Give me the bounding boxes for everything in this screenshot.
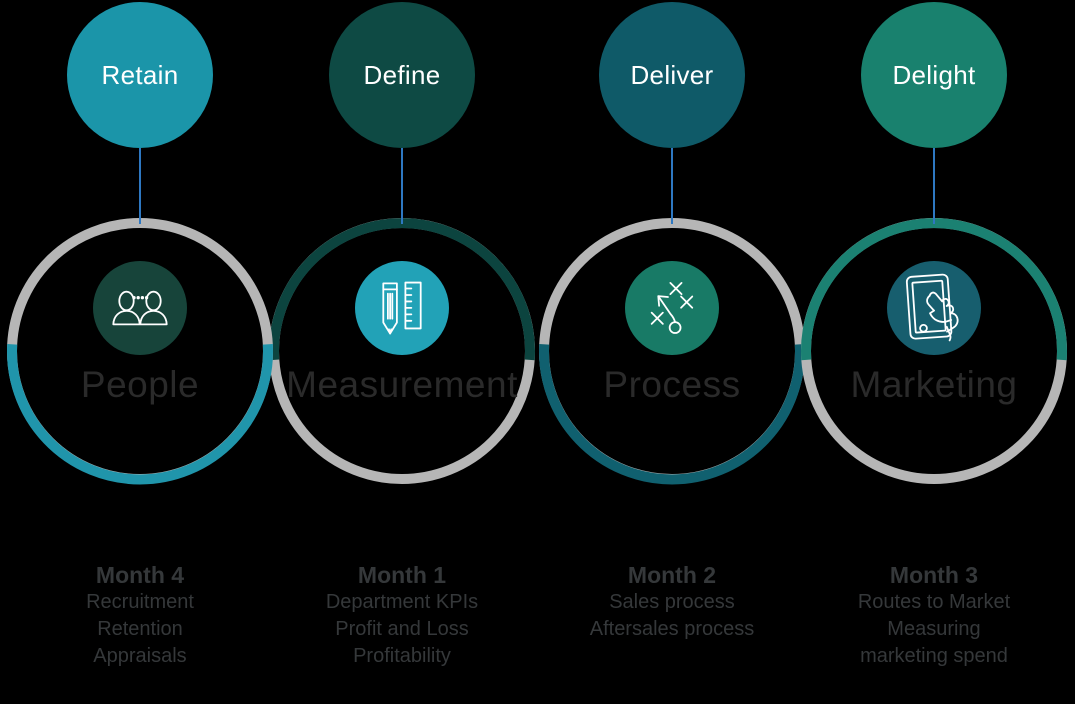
ring-colored-arc bbox=[539, 344, 805, 485]
stage-top-label: Retain bbox=[101, 59, 179, 90]
pencil-ruler-icon bbox=[382, 281, 422, 335]
month-detail-line: Retention bbox=[97, 618, 183, 640]
month-title: Month 3 bbox=[889, 562, 979, 588]
month-detail-line: Measuring bbox=[887, 618, 981, 640]
month-detail-line: Sales process bbox=[609, 591, 735, 613]
progress-ring bbox=[801, 218, 1067, 484]
stage-top-label: Delight bbox=[892, 59, 976, 90]
icon-circle bbox=[355, 261, 449, 355]
month-detail-line: marketing spend bbox=[860, 645, 1008, 667]
stage-top-label: Deliver bbox=[630, 59, 714, 90]
month-detail-line: Routes to Market bbox=[857, 591, 1011, 613]
connector-line bbox=[671, 148, 673, 224]
stage-top-label: Define bbox=[363, 59, 441, 90]
month-detail-line: Profit and Loss bbox=[335, 618, 469, 640]
progress-ring bbox=[7, 218, 273, 485]
ring-label: Measurement bbox=[286, 364, 518, 405]
month-detail-line: Aftersales process bbox=[589, 618, 755, 640]
people-conversation-icon bbox=[112, 290, 168, 326]
stage-top-circle: Delight bbox=[861, 2, 1007, 148]
progress-ring bbox=[539, 218, 805, 485]
ring-label: Marketing bbox=[850, 364, 1018, 405]
stage-top-circle: Deliver bbox=[599, 2, 745, 148]
month-detail-line: Profitability bbox=[353, 645, 451, 667]
icon-circle bbox=[93, 261, 187, 355]
connector-line bbox=[139, 148, 141, 224]
month-title: Month 1 bbox=[357, 562, 447, 588]
month-detail-line: Recruitment bbox=[86, 591, 194, 613]
stage-column-measurement: Define Measurement Month 1 Department KP… bbox=[262, 0, 542, 704]
tablet-touch-icon bbox=[905, 273, 959, 342]
progress-ring bbox=[269, 218, 535, 484]
ring-label: Process bbox=[603, 364, 741, 405]
ring-colored-arc bbox=[7, 344, 273, 485]
ring-label: People bbox=[80, 364, 200, 405]
month-title: Month 4 bbox=[95, 562, 185, 588]
icon-circle bbox=[625, 261, 719, 355]
stage-top-circle: Retain bbox=[67, 2, 213, 148]
connector-line bbox=[933, 148, 935, 224]
month-detail-line: Appraisals bbox=[93, 645, 187, 667]
month-detail-line: Department KPIs bbox=[325, 591, 479, 613]
connector-line bbox=[401, 148, 403, 224]
month-title: Month 2 bbox=[627, 562, 717, 588]
stage-top-circle: Define bbox=[329, 2, 475, 148]
strategy-icon bbox=[650, 281, 694, 334]
stage-column-marketing: Delight Marketing Month 3 Routes to Mark… bbox=[794, 0, 1074, 704]
